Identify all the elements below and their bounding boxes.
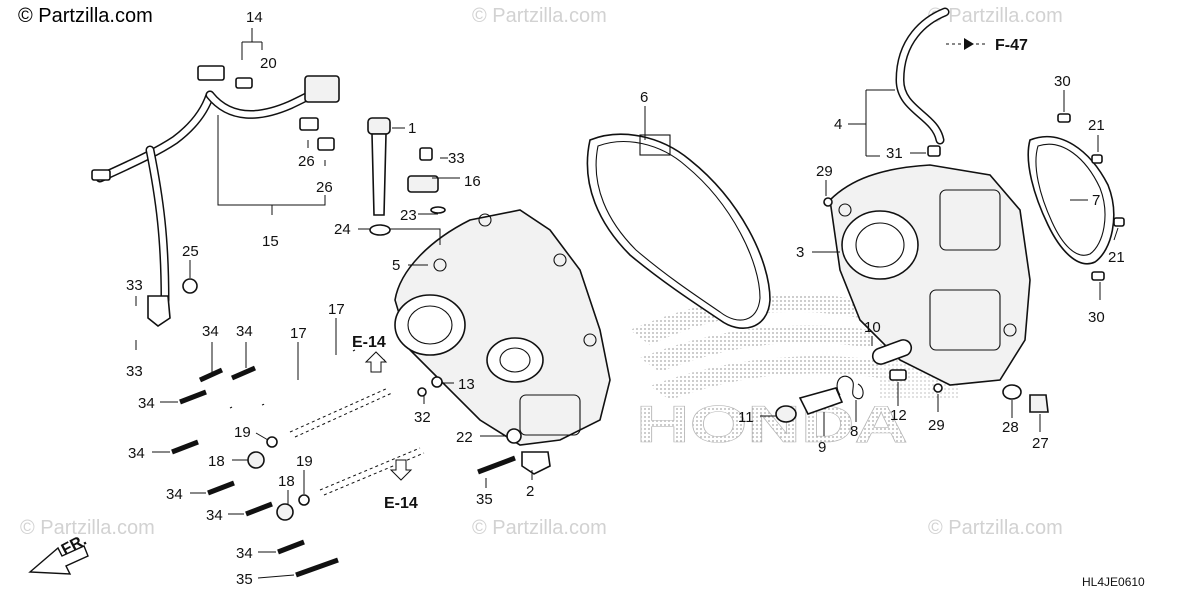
callout-35: 35: [476, 491, 493, 508]
callout-34: 34: [166, 486, 183, 503]
callout-34: 34: [236, 545, 253, 562]
leader-lines: [135, 28, 1119, 579]
callout-14: 14: [246, 9, 263, 26]
short-bolts: [171, 278, 551, 578]
callout-33: 33: [126, 363, 143, 380]
callout-17: 17: [328, 301, 345, 318]
watermark-top-center: © Partzilla.com: [472, 5, 607, 27]
callout-21: 21: [1108, 249, 1125, 266]
callout-6: 6: [640, 89, 648, 106]
svg-text:F-47: F-47: [995, 37, 1028, 54]
callout-11: 11: [738, 409, 754, 426]
watermark-top-right: © Partzilla.com: [928, 5, 1063, 27]
callout-23: 23: [400, 207, 417, 224]
section-ref-right: F-47: [946, 37, 1028, 54]
callout-34: 34: [206, 507, 223, 524]
watermark-bottom-right: © Partzilla.com: [928, 517, 1063, 539]
callout-7: 7: [1092, 192, 1100, 209]
callout-34: 34: [236, 323, 253, 340]
callout-34: 34: [202, 323, 219, 340]
gasket-6: [586, 133, 771, 329]
callout-29: 29: [928, 417, 945, 434]
callout-20: 20: [260, 55, 277, 72]
svg-text:E-14: E-14: [384, 495, 418, 512]
callout-33: 33: [126, 277, 143, 294]
callout-31: 31: [886, 145, 903, 162]
left-crankcase-cover: [394, 209, 611, 446]
dipstick: [367, 117, 391, 236]
callout-34: 34: [128, 445, 145, 462]
callout-17: 17: [290, 325, 307, 342]
wire-harness: [91, 65, 340, 327]
callout-35: 35: [236, 571, 253, 588]
callout-29: 29: [816, 163, 833, 180]
callout-15: 15: [262, 233, 279, 250]
svg-text:E-14: E-14: [352, 334, 386, 351]
watermark-bottom-center: © Partzilla.com: [472, 517, 607, 539]
long-bolts: [229, 349, 425, 496]
callout-19: 19: [234, 424, 251, 441]
sensor-16: [407, 147, 446, 214]
callout-30: 30: [1054, 73, 1071, 90]
callout-30: 30: [1088, 309, 1105, 326]
callout-13: 13: [458, 376, 475, 393]
callout-21: 21: [1088, 117, 1105, 134]
callout-19: 19: [296, 453, 313, 470]
callout-labels: 14 20 1 33 16 26 26 15 23 24 25 5 33 33 …: [126, 9, 1125, 588]
callout-25: 25: [182, 243, 199, 260]
shift-mechanism: [775, 197, 1049, 423]
hose-4: [895, 7, 950, 157]
honda-wordmark: HONDA: [636, 396, 908, 454]
callout-1: 1: [408, 120, 416, 137]
callout-2: 2: [526, 483, 534, 500]
right-crankcase-cover: [829, 164, 1031, 386]
callout-28: 28: [1002, 419, 1019, 436]
callout-32: 32: [414, 409, 431, 426]
callout-16: 16: [464, 173, 481, 190]
callout-22: 22: [456, 429, 473, 446]
callout-26: 26: [316, 179, 333, 196]
callout-18: 18: [278, 473, 295, 490]
watermark-bottom-left: © Partzilla.com: [20, 517, 155, 539]
section-ref-top: E-14: [352, 334, 388, 373]
callout-27: 27: [1032, 435, 1049, 452]
callout-3: 3: [796, 244, 804, 261]
partzilla-brand: © Partzilla.com: [18, 5, 153, 27]
callout-10: 10: [864, 319, 881, 336]
callout-9: 9: [818, 439, 826, 456]
diagram-code: HL4JE0610: [1082, 575, 1145, 589]
callout-5: 5: [392, 257, 400, 274]
section-ref-bottom: E-14: [384, 459, 418, 512]
callout-18: 18: [208, 453, 225, 470]
callout-24: 24: [334, 221, 351, 238]
callout-8: 8: [850, 423, 858, 440]
callout-12: 12: [890, 407, 907, 424]
callout-33: 33: [448, 150, 465, 167]
callout-26: 26: [298, 153, 315, 170]
callout-34: 34: [138, 395, 155, 412]
callout-4: 4: [834, 116, 842, 133]
